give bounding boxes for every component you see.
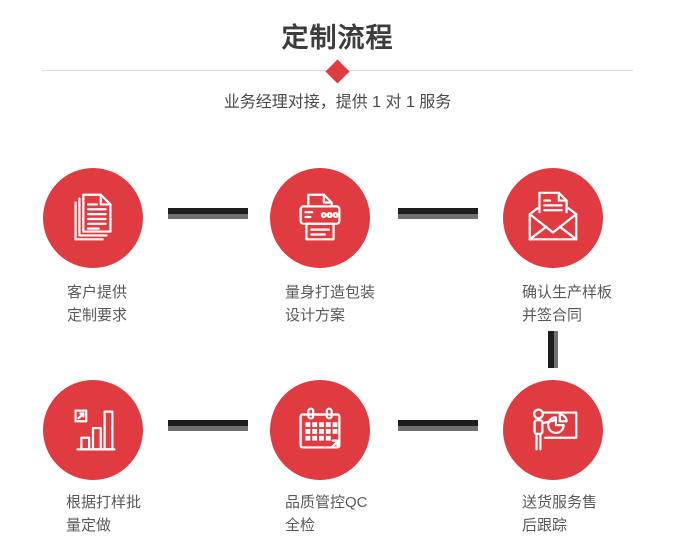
connector-step5-step6 [398, 420, 478, 431]
connector-bar-gray [168, 426, 248, 431]
documents-icon [74, 193, 112, 241]
step-circle-packaging-design [270, 168, 370, 268]
envelope-icon [528, 191, 578, 241]
step-label-batch-production: 根据打样批 量定做 [66, 491, 141, 537]
bar-chart-icon [74, 409, 116, 451]
step-label-delivery-tracking: 送货服务售 后跟踪 [522, 491, 597, 537]
presentation-icon [532, 408, 578, 451]
step-label-line: 送货服务售 [522, 494, 598, 511]
step-label-line: 量定做 [66, 517, 112, 534]
step-label-line: 量身打造包装 [285, 284, 376, 301]
connector-bar-dark [398, 420, 478, 426]
step-circle-customer-requirements [43, 168, 143, 268]
step-label-line: 根据打样批 [66, 494, 142, 511]
connector-step2-step3 [398, 208, 478, 219]
step-label-line: 全检 [285, 517, 316, 534]
connector-bar-gray [168, 214, 248, 219]
diamond-accent-icon [325, 59, 350, 84]
step-label-packaging-design: 量身打造包装 设计方案 [285, 281, 375, 327]
step-label-quality-control: 品质管控QC 全检 [285, 491, 368, 537]
step-circle-batch-production [43, 380, 143, 480]
step-circle-sample-contract [503, 168, 603, 268]
connector-bar-dark [548, 331, 554, 368]
printer-icon [299, 193, 341, 241]
connector-bar-gray [398, 426, 478, 431]
connector-step3-step6 [548, 331, 558, 368]
connector-bar-dark [168, 420, 248, 426]
step-label-line: 品质管控QC [285, 494, 368, 511]
step-label-line: 并签合同 [522, 307, 583, 324]
step-label-sample-contract: 确认生产样板 并签合同 [522, 281, 612, 327]
step-label-customer-requirements: 客户提供 定制要求 [67, 281, 127, 327]
connector-step1-step2 [168, 208, 248, 219]
calendar-icon [299, 407, 341, 449]
connector-bar-gray [398, 214, 478, 219]
page-title: 定制流程 [281, 23, 394, 53]
page-subtitle: 业务经理对接，提供 1 对 1 服务 [223, 94, 452, 111]
step-label-line: 设计方案 [285, 307, 346, 324]
connector-step4-step5 [168, 420, 248, 431]
step-circle-delivery-tracking [503, 380, 603, 480]
step-label-line: 定制要求 [67, 307, 128, 324]
connector-bar-gray [554, 331, 558, 368]
step-label-line: 确认生产样板 [522, 284, 613, 301]
step-label-line: 后跟踪 [522, 517, 568, 534]
step-circle-quality-control [270, 380, 370, 480]
step-label-line: 客户提供 [67, 284, 128, 301]
connector-bar-dark [168, 208, 248, 214]
connector-bar-dark [398, 208, 478, 214]
